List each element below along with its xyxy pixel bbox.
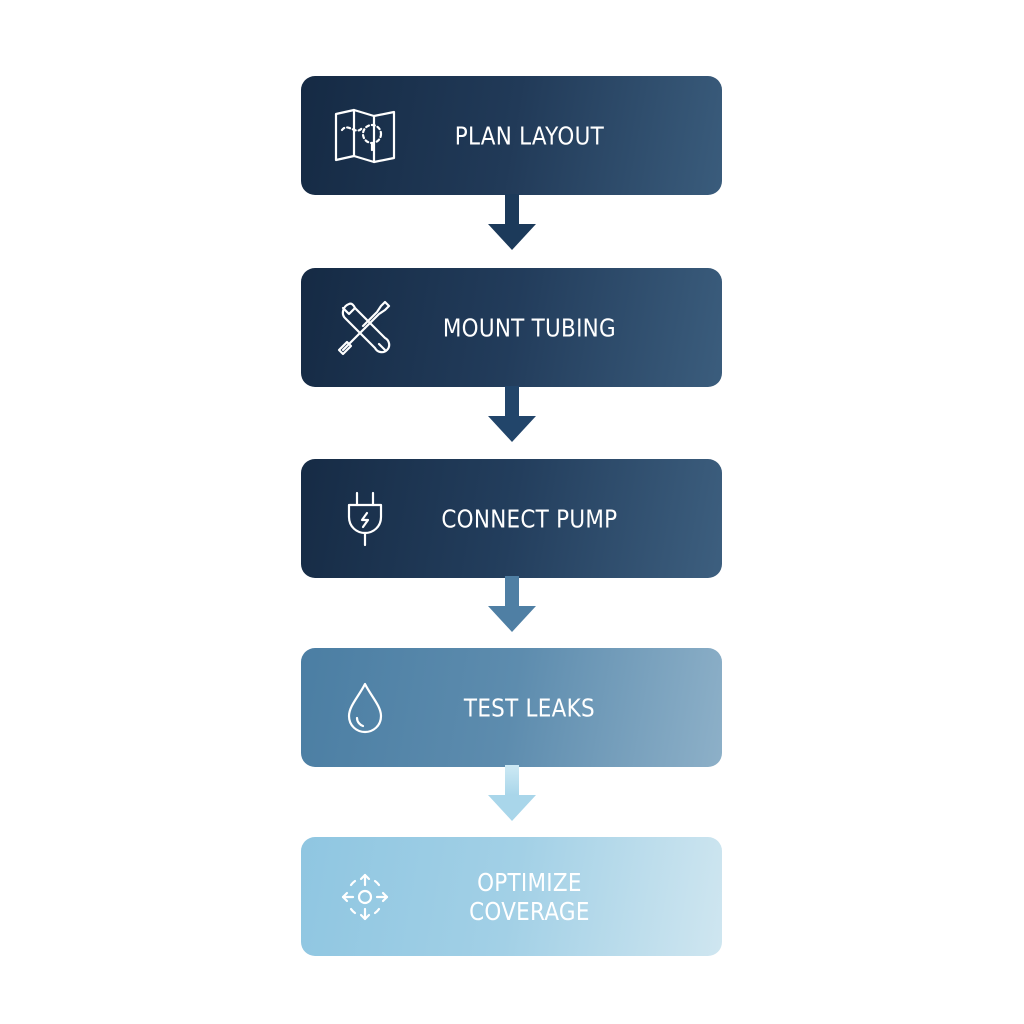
target-icon	[333, 865, 397, 929]
step-mount-tubing: MOUNT TUBING	[301, 268, 722, 387]
plug-icon	[333, 487, 397, 551]
step-label: OPTIMIZE COVERAGE	[469, 867, 590, 926]
arrow-down-icon	[488, 194, 536, 250]
step-label: CONNECT PUMP	[441, 504, 618, 533]
map-icon	[333, 104, 397, 168]
arrow-down-icon	[488, 765, 536, 821]
step-plan-layout: PLAN LAYOUT	[301, 76, 722, 195]
water-drop-icon	[333, 676, 397, 740]
step-optimize-coverage: OPTIMIZE COVERAGE	[301, 837, 722, 956]
step-label: PLAN LAYOUT	[454, 121, 604, 150]
arrow-down-icon	[488, 576, 536, 632]
step-label: MOUNT TUBING	[442, 313, 616, 342]
step-connect-pump: CONNECT PUMP	[301, 459, 722, 578]
step-label: TEST LEAKS	[463, 693, 595, 722]
step-test-leaks: TEST LEAKS	[301, 648, 722, 767]
wrench-screwdriver-icon	[333, 296, 397, 360]
arrow-down-icon	[488, 386, 536, 442]
